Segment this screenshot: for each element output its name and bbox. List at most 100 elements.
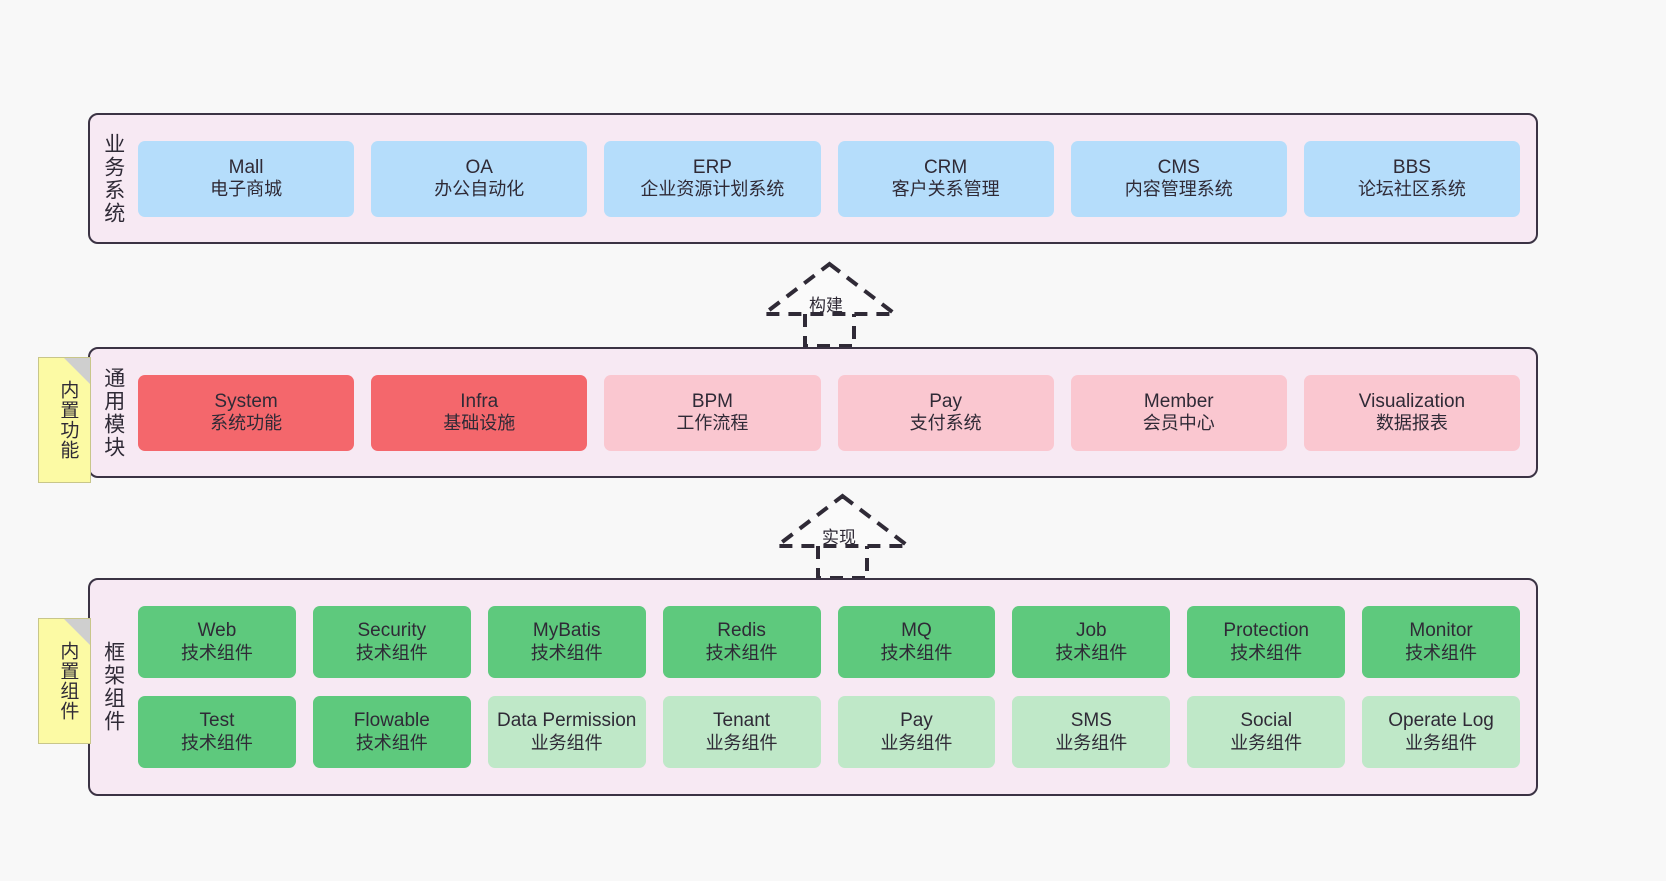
node-title: Security bbox=[357, 620, 427, 642]
layer-business-title: 业务系统 bbox=[101, 132, 125, 225]
node-subtitle: 技术组件 bbox=[1230, 642, 1303, 663]
node-title: System bbox=[214, 390, 278, 412]
node-subtitle: 技术组件 bbox=[1055, 642, 1128, 663]
node-subtitle: 办公自动化 bbox=[434, 179, 525, 200]
node-subtitle: 系统功能 bbox=[210, 413, 283, 434]
node-title: Mall bbox=[228, 156, 264, 178]
layer-common-title: 通用模块 bbox=[101, 366, 125, 459]
node-subtitle: 支付系统 bbox=[909, 413, 982, 434]
node-title: Pay bbox=[900, 710, 933, 732]
node-subtitle: 业务组件 bbox=[530, 732, 603, 753]
node-subtitle: 业务组件 bbox=[880, 732, 953, 753]
node-subtitle: 技术组件 bbox=[880, 642, 953, 663]
node-subtitle: 业务组件 bbox=[1230, 732, 1303, 753]
node-title: MQ bbox=[901, 620, 932, 642]
node-subtitle: 电子商城 bbox=[210, 179, 283, 200]
node-title: Data Permission bbox=[496, 710, 637, 732]
node-subtitle: 基础设施 bbox=[443, 413, 516, 434]
node-subtitle: 客户关系管理 bbox=[891, 179, 1000, 200]
node-title: CRM bbox=[923, 156, 968, 178]
node-title: Protection bbox=[1223, 620, 1309, 642]
connector-build-arrow-icon bbox=[758, 261, 901, 348]
node-title: Member bbox=[1143, 390, 1214, 412]
node-subtitle: 业务组件 bbox=[705, 732, 778, 753]
node-subtitle: 会员中心 bbox=[1142, 413, 1215, 434]
node-title: Tenant bbox=[713, 710, 771, 732]
node-subtitle: 业务组件 bbox=[1405, 732, 1478, 753]
node-title: Redis bbox=[717, 620, 766, 642]
node-subtitle: 技术组件 bbox=[705, 642, 778, 663]
node-title: Monitor bbox=[1409, 620, 1473, 642]
connector-implement: 实现 bbox=[770, 490, 915, 580]
node-subtitle: 内容管理系统 bbox=[1124, 179, 1233, 200]
sticky-note-builtin-features-text: 内置功能 bbox=[57, 380, 79, 460]
node-title: Job bbox=[1075, 620, 1107, 642]
node-title: CMS bbox=[1157, 156, 1200, 178]
node-title: Visualization bbox=[1358, 390, 1466, 412]
node-title: Infra bbox=[460, 390, 499, 412]
node-subtitle: 业务组件 bbox=[1055, 732, 1128, 753]
node-title: Operate Log bbox=[1388, 710, 1494, 732]
node-title: Web bbox=[197, 620, 237, 642]
node-title: SMS bbox=[1070, 710, 1112, 732]
node-title: MyBatis bbox=[532, 620, 601, 642]
connector-build: 构建 bbox=[757, 258, 902, 348]
connector-implement-label: 实现 bbox=[822, 528, 856, 547]
node-title: BBS bbox=[1392, 156, 1431, 178]
node-title: Pay bbox=[929, 390, 962, 412]
node-subtitle: 技术组件 bbox=[1405, 642, 1478, 663]
node-subtitle: 企业资源计划系统 bbox=[640, 179, 785, 200]
node-title: Flowable bbox=[353, 710, 430, 732]
node-subtitle: 技术组件 bbox=[355, 642, 428, 663]
connector-build-label: 构建 bbox=[809, 296, 843, 315]
node-subtitle: 技术组件 bbox=[530, 642, 603, 663]
sticky-note-builtin-features: 内置功能 bbox=[38, 357, 91, 483]
node-subtitle: 技术组件 bbox=[180, 642, 253, 663]
sticky-note-builtin-components: 内置组件 bbox=[38, 618, 91, 744]
node-subtitle: 技术组件 bbox=[180, 732, 253, 753]
node-title: ERP bbox=[692, 156, 732, 178]
node-title: Social bbox=[1240, 710, 1293, 732]
node-title: Test bbox=[199, 710, 235, 732]
sticky-note-builtin-components-text: 内置组件 bbox=[57, 641, 79, 721]
